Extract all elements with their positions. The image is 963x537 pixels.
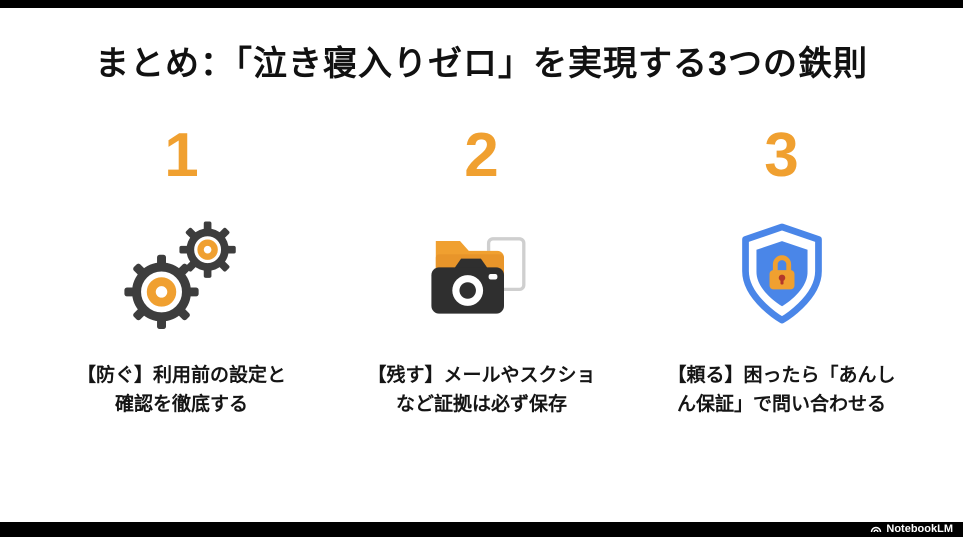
three-rules-row: 1 [0, 125, 963, 420]
slide-title: まとめ：「泣き寝入りゼロ」を実現する3つの鉄則 [95, 45, 868, 83]
slide: まとめ：「泣き寝入りゼロ」を実現する3つの鉄則 1 [0, 8, 963, 522]
camera-folder-icon [416, 213, 548, 335]
watermark-label: NotebookLM [886, 523, 953, 535]
rule-1-caption-line-1: 【防ぐ】利用前の設定と [76, 365, 286, 386]
rule-1-column: 1 [32, 125, 332, 420]
rule-1-caption-line-2: 確認を徹底する [114, 394, 248, 416]
rule-3-caption-line-2: ん保証」で問い合わせる [676, 394, 886, 416]
rule-3-column: 3 [632, 125, 932, 420]
rule-2-caption-line-2: など証拠は必ず保存 [395, 394, 567, 416]
rule-2-number: 2 [464, 121, 499, 190]
gears-icon [118, 213, 246, 335]
rule-1-number: 1 [164, 121, 199, 190]
rule-3-caption-line-1: 【頼る】困ったら「あんし [667, 365, 896, 386]
rule-3-number: 3 [764, 121, 799, 190]
rule-2-caption: 【残す】メールやスクショ など証拠は必ず保存 [367, 361, 595, 420]
rule-3-caption: 【頼る】困ったら「あんし ん保証」で問い合わせる [667, 361, 895, 420]
rule-2-caption-line-1: 【残す】メールやスクショ [367, 365, 596, 386]
notebooklm-logo-icon [871, 526, 882, 533]
rule-1-caption: 【防ぐ】利用前の設定と 確認を徹底する [77, 361, 286, 420]
rule-2-column: 2 [332, 125, 632, 420]
shield-lock-icon [734, 213, 830, 335]
notebooklm-watermark: NotebookLM [870, 522, 953, 536]
